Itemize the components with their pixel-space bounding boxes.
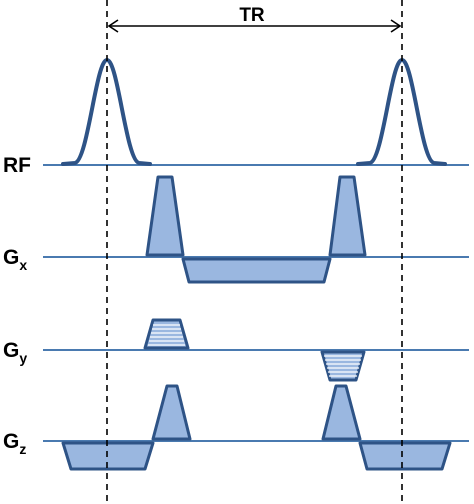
tr-arrow (107, 19, 402, 33)
gx-prephase-lobe (145, 175, 185, 257)
gz-negative-lobe-1 (61, 441, 155, 471)
gy-phase-encode-positive (143, 318, 190, 350)
gz-negative-lobe-2 (358, 441, 452, 471)
gx-readout-lobe (181, 257, 332, 284)
gy-row-label: Gy (3, 339, 27, 366)
gx-second-lobe (328, 175, 367, 257)
gx-row-label: Gx (3, 246, 27, 273)
gz-positive-lobe-1 (151, 384, 192, 441)
gz-positive-lobe-2 (321, 384, 362, 441)
gy-phase-encode-negative (320, 350, 366, 382)
tr-label: TR (239, 5, 265, 26)
rf-row-label: RF (3, 154, 31, 177)
gz-row-label: Gz (3, 430, 26, 457)
